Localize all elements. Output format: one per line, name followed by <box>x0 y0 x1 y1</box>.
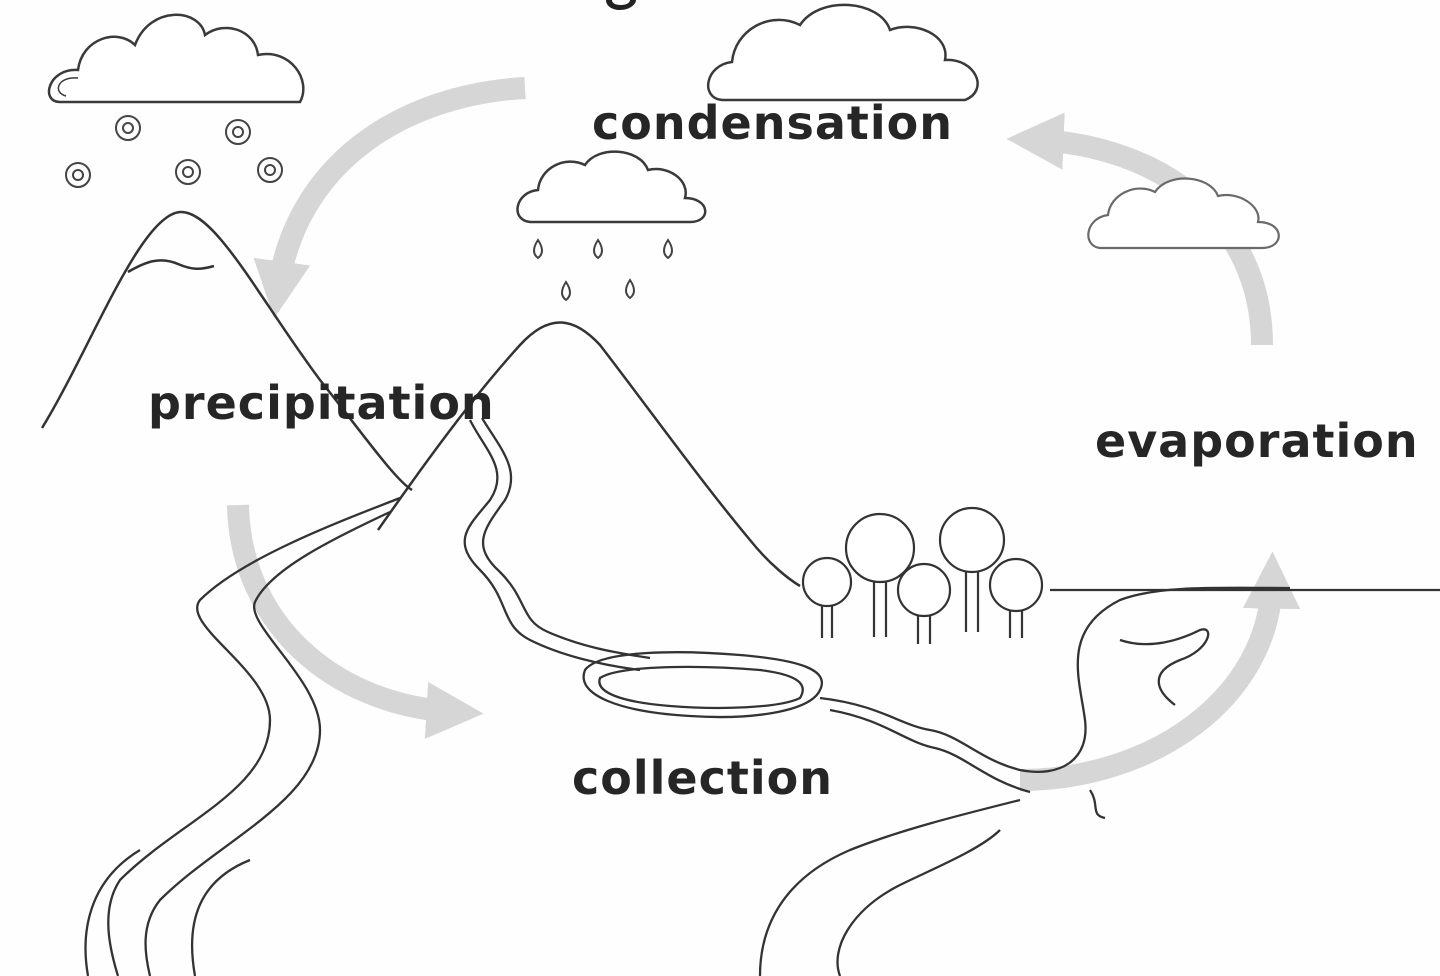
cloud-icon <box>1087 177 1280 250</box>
mountain-left <box>40 210 413 492</box>
cloud-icon <box>706 3 979 102</box>
snowflake-icons <box>65 115 283 188</box>
cloud-icon <box>47 13 305 104</box>
trees <box>801 506 1044 644</box>
cloud-icon <box>516 150 707 224</box>
mountain-center <box>376 321 801 588</box>
label-evaporation: evaporation <box>1095 414 1419 468</box>
label-collection: collection <box>572 751 833 805</box>
raindrop-icons <box>533 238 673 302</box>
label-precipitation: precipitation <box>148 376 495 430</box>
title-fragment <box>606 0 636 10</box>
arrow-collection-to-evaporation <box>1019 551 1301 791</box>
arrow-precipitation-to-collection <box>227 504 484 739</box>
rivers-and-land <box>84 417 1440 976</box>
arrow-condensation-to-precipitation <box>253 77 526 319</box>
label-condensation: condensation <box>592 96 954 150</box>
